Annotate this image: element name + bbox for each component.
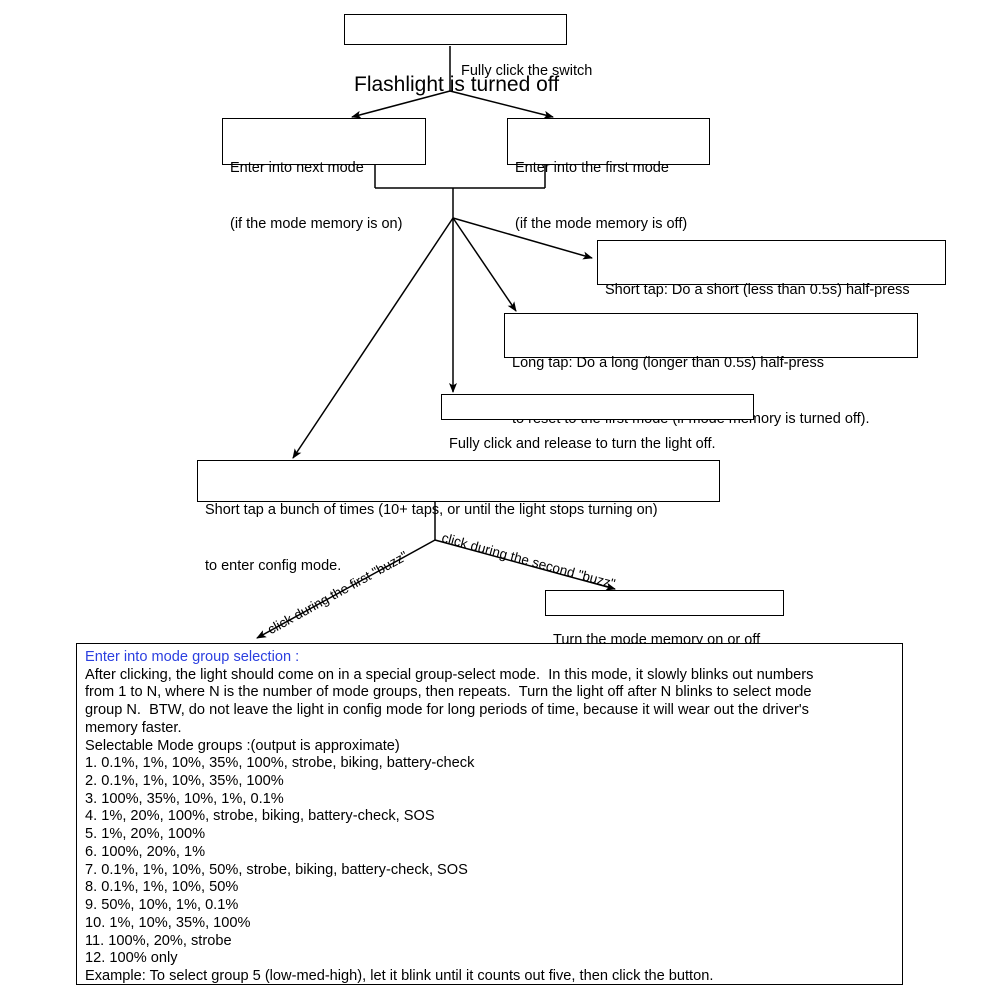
group-item: 4. 1%, 20%, 100%, strobe, biking, batter… <box>85 808 435 825</box>
node-short-tap-line1: Short tap: Do a short (less than 0.5s) h… <box>605 282 910 299</box>
group-item: 8. 0.1%, 1%, 10%, 50% <box>85 879 239 896</box>
node-enter-config-mode-line1: Short tap a bunch of times (10+ taps, or… <box>205 502 658 519</box>
panel-heading: Enter into mode group selection : <box>85 649 300 665</box>
node-enter-next-mode[interactable]: Enter into next mode (if the mode memory… <box>222 118 426 232</box>
node-turn-light-off[interactable]: Fully click and release to turn the ligh… <box>441 394 754 452</box>
panel-mode-group-selection[interactable]: Enter into mode group selection : After … <box>76 643 903 985</box>
node-long-tap-line1: Long tap: Do a long (longer than 0.5s) h… <box>512 355 824 372</box>
group-item: 9. 50%, 10%, 1%, 0.1% <box>85 897 239 914</box>
edge-label-fully-click-switch: Fully click the switch <box>461 63 593 79</box>
node-enter-first-mode-line2: (if the mode memory is off) <box>515 215 688 232</box>
group-item: 12. 100% only <box>85 950 178 967</box>
panel-list-header: Selectable Mode groups :(output is appro… <box>85 737 400 754</box>
panel-paragraph: After clicking, the light should come on… <box>85 666 814 736</box>
group-item: 6. 100%, 20%, 1% <box>85 843 206 860</box>
wire-hub-to-long-tap <box>452 217 517 312</box>
group-item: 2. 0.1%, 1%, 10%, 35%, 100% <box>85 773 284 790</box>
node-short-tap[interactable]: Short tap: Do a short (less than 0.5s) h… <box>597 240 946 354</box>
node-enter-next-mode-line2: (if the mode memory is on) <box>230 215 403 232</box>
group-item: 11. 100%, 20%, strobe <box>85 932 232 949</box>
node-enter-first-mode-line1: Enter into the first mode <box>515 160 669 177</box>
node-enter-first-mode[interactable]: Enter into the first mode (if the mode m… <box>507 118 710 232</box>
node-mode-memory-toggle[interactable]: Turn the mode memory on or off <box>545 590 784 648</box>
node-enter-next-mode-line1: Enter into next mode <box>230 160 364 177</box>
node-flashlight-off-label: Flashlight is turned off <box>354 72 560 96</box>
group-item: 5. 1%, 20%, 100% <box>85 826 206 843</box>
node-enter-config-mode[interactable]: Short tap a bunch of times (10+ taps, or… <box>197 460 720 574</box>
panel-example: Example: To select group 5 (low-med-high… <box>85 967 714 984</box>
node-enter-config-mode-line2: to enter config mode. <box>205 557 342 574</box>
panel-group-list: 1. 0.1%, 1%, 10%, 35%, 100%, strobe, bik… <box>85 755 894 968</box>
group-item: 1. 0.1%, 1%, 10%, 35%, 100%, strobe, bik… <box>85 755 475 772</box>
node-flashlight-off[interactable]: Flashlight is turned off <box>344 14 567 96</box>
group-item: 10. 1%, 10%, 35%, 100% <box>85 914 251 931</box>
node-long-tap[interactable]: Long tap: Do a long (longer than 0.5s) h… <box>504 313 918 427</box>
node-turn-light-off-label: Fully click and release to turn the ligh… <box>449 436 716 453</box>
group-item: 7. 0.1%, 1%, 10%, 50%, strobe, biking, b… <box>85 861 468 878</box>
group-item: 3. 100%, 35%, 10%, 1%, 0.1% <box>85 790 284 807</box>
